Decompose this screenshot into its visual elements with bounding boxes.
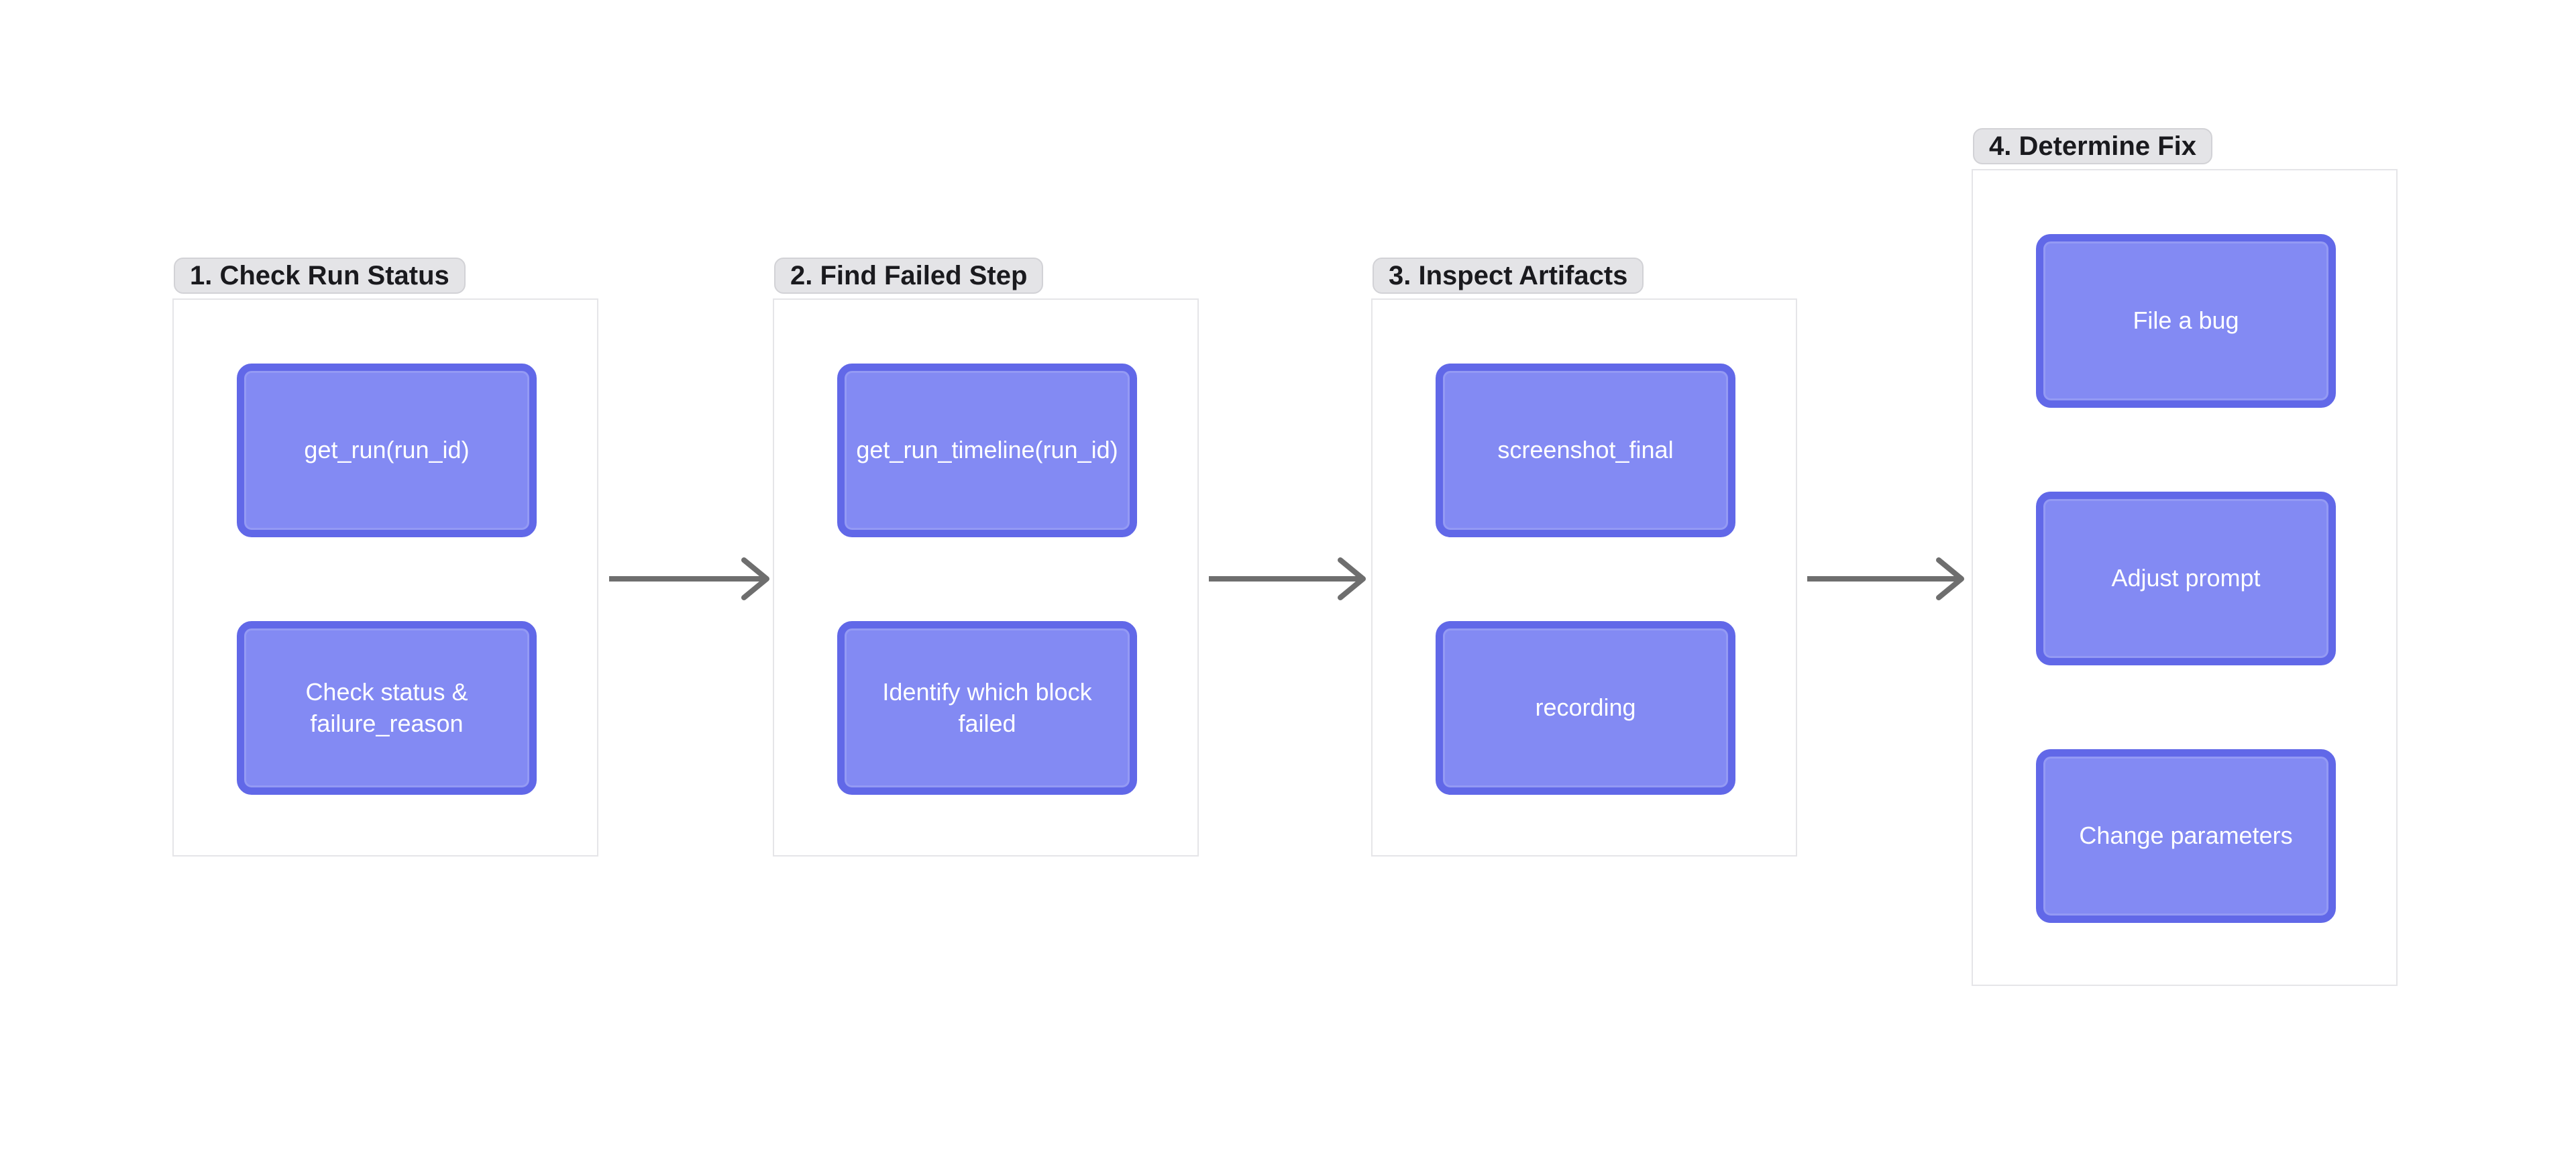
group-label-determine-fix: 4. Determine Fix <box>1973 128 2213 164</box>
arrow-step3-to-step4 <box>1807 557 1964 600</box>
group-label-find-failed-step: 2. Find Failed Step <box>774 258 1044 294</box>
group-container-find-failed-step: get_run_timeline(run_id) Identify which … <box>773 298 1199 857</box>
node-file-a-bug[interactable]: File a bug <box>2036 234 2336 408</box>
group-container-determine-fix: File a bug Adjust prompt Change paramete… <box>1972 169 2398 986</box>
arrow-step2-to-step3 <box>1209 557 1366 600</box>
node-screenshot-final[interactable]: screenshot_final <box>1436 364 1735 537</box>
node-identify-which-block-failed[interactable]: Identify which block failed <box>837 621 1137 795</box>
node-get-run[interactable]: get_run(run_id) <box>237 364 537 537</box>
group-container-check-run-status: get_run(run_id) Check status & failure_r… <box>172 298 598 857</box>
node-get-run-timeline[interactable]: get_run_timeline(run_id) <box>837 364 1137 537</box>
arrow-step1-to-step2 <box>609 557 769 600</box>
group-label-inspect-artifacts: 3. Inspect Artifacts <box>1373 258 1644 294</box>
node-recording[interactable]: recording <box>1436 621 1735 795</box>
group-container-inspect-artifacts: screenshot_final recording <box>1371 298 1797 857</box>
node-check-status-failure-reason[interactable]: Check status & failure_reason <box>237 621 537 795</box>
group-label-check-run-status: 1. Check Run Status <box>174 258 466 294</box>
node-change-parameters[interactable]: Change parameters <box>2036 749 2336 923</box>
node-adjust-prompt[interactable]: Adjust prompt <box>2036 492 2336 665</box>
